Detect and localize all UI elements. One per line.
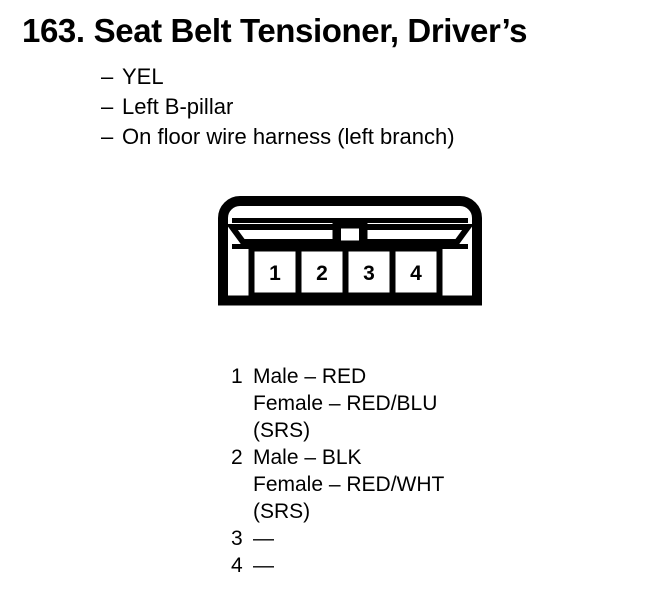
- pin-cavity-4: [389, 245, 443, 299]
- page-title-name: Seat Belt Tensioner, Driver’s: [93, 12, 528, 49]
- connector-shell-outline: [218, 196, 482, 301]
- connector-shell-bottom: [218, 295, 482, 306]
- legend-pin-number: 2: [231, 446, 243, 469]
- legend-pin-description: Male – BLK Female – RED/WHT (SRS): [253, 444, 631, 525]
- legend-line-system: (SRS): [253, 500, 311, 523]
- attribute-item-location: – Left B-pillar: [101, 92, 621, 122]
- pin-cavity-2: [295, 245, 349, 299]
- legend-line-system: (SRS): [253, 419, 311, 442]
- legend-line-empty: —: [253, 527, 274, 550]
- attribute-item-harness: – On floor wire harness (left branch): [101, 122, 621, 152]
- legend-row-pin-4: 4 —: [231, 552, 631, 579]
- bullet-dash-icon: –: [101, 124, 114, 149]
- connector-key-bar-left: [226, 224, 341, 245]
- connector-upper-rail: [232, 218, 468, 223]
- legend-pin-description: —: [253, 552, 631, 579]
- attribute-list: – YEL – Left B-pillar – On floor wire ha…: [101, 62, 621, 152]
- bullet-dash-icon: –: [101, 64, 114, 89]
- legend-row-pin-3: 3 —: [231, 525, 631, 552]
- legend-line-male: Male – BLK: [253, 446, 362, 469]
- legend-pin-description: Male – RED Female – RED/BLU (SRS): [253, 363, 631, 444]
- pin-cavity-label-1: 1: [269, 262, 281, 285]
- legend-pin-description: —: [253, 525, 631, 552]
- page-title-number: 163.: [22, 12, 85, 49]
- legend-pin-number: 4: [231, 554, 243, 577]
- page-title: 163.Seat Belt Tensioner, Driver’s: [22, 12, 528, 50]
- legend-pin-number: 3: [231, 527, 243, 550]
- legend-pin-number: 1: [231, 365, 243, 388]
- attribute-item-label: On floor wire harness (left branch): [122, 124, 455, 149]
- legend-line-female: Female – RED/BLU: [253, 392, 438, 415]
- pin-legend: 1 Male – RED Female – RED/BLU (SRS) 2 Ma…: [231, 363, 631, 579]
- legend-line-female: Female – RED/WHT: [253, 473, 445, 496]
- connector-key-bar-right: [359, 224, 474, 245]
- attribute-item-label: YEL: [122, 64, 164, 89]
- legend-row-pin-1: 1 Male – RED Female – RED/BLU (SRS): [231, 363, 631, 444]
- attribute-item-color: – YEL: [101, 62, 621, 92]
- pin-cavity-label-4: 4: [410, 262, 422, 285]
- attribute-item-label: Left B-pillar: [122, 94, 234, 119]
- pin-cavity-label-3: 3: [363, 262, 375, 285]
- legend-line-empty: —: [253, 554, 274, 577]
- pin-cavity-row: [248, 245, 443, 299]
- legend-line-male: Male – RED: [253, 365, 367, 388]
- pin-cavity-3: [342, 245, 396, 299]
- legend-row-pin-2: 2 Male – BLK Female – RED/WHT (SRS): [231, 444, 631, 525]
- pin-cavity-label-2: 2: [316, 262, 328, 285]
- bullet-dash-icon: –: [101, 94, 114, 119]
- connector-diagram: 1 2 3 4: [218, 196, 482, 308]
